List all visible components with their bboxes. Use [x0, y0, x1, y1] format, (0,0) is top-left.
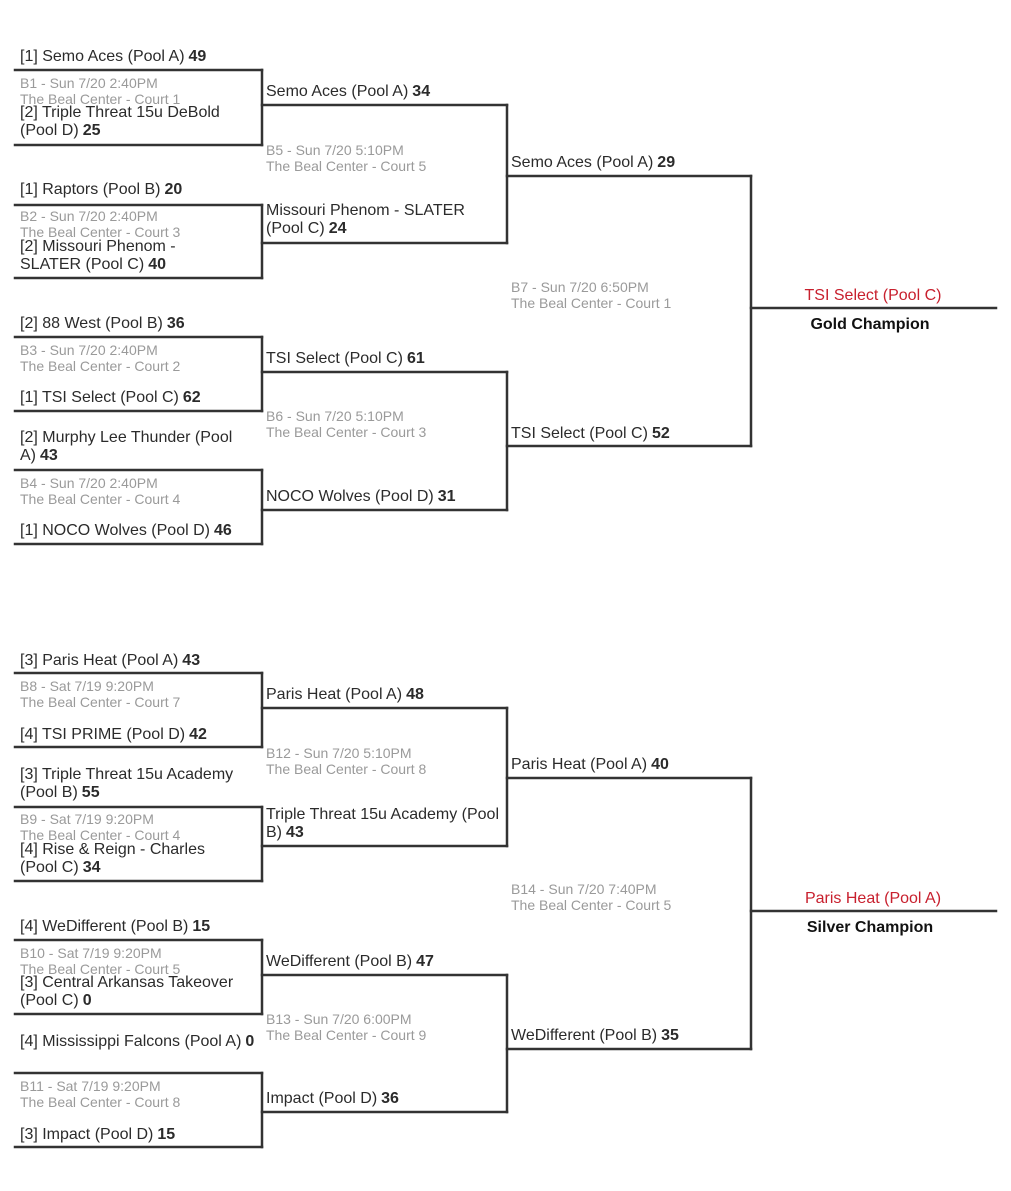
game-info: B7 - Sun 7/20 6:50PM The Beal Center - C…	[511, 279, 672, 311]
team-entry: [1] Raptors (Pool B)20	[20, 181, 183, 198]
team-entry: [3] Central Arkansas Takeover (Pool C)0	[20, 974, 234, 1009]
team-entry: [3] Triple Threat 15u Academy (Pool B)55	[20, 766, 234, 801]
game-info: B11 - Sat 7/19 9:20PM The Beal Center - …	[20, 1078, 181, 1110]
game-info: B10 - Sat 7/19 9:20PM The Beal Center - …	[20, 945, 181, 977]
game-info: B14 - Sun 7/20 7:40PM The Beal Center - …	[511, 881, 672, 913]
champion-name: Paris Heat (Pool A)	[804, 890, 942, 907]
team-entry: Semo Aces (Pool A)34	[266, 83, 431, 100]
game-info: B8 - Sat 7/19 9:20PM The Beal Center - C…	[20, 678, 181, 710]
team-entry: TSI Select (Pool C)61	[266, 350, 425, 367]
team-entry: [3] Paris Heat (Pool A)43	[20, 652, 201, 669]
team-entry: [3] Impact (Pool D)15	[20, 1126, 176, 1143]
team-entry: TSI Select (Pool C)52	[511, 425, 670, 442]
team-entry: [2] Missouri Phenom - SLATER (Pool C)40	[20, 238, 176, 273]
game-info: B3 - Sun 7/20 2:40PM The Beal Center - C…	[20, 342, 181, 374]
game-info: B1 - Sun 7/20 2:40PM The Beal Center - C…	[20, 75, 181, 107]
game-info: B5 - Sun 7/20 5:10PM The Beal Center - C…	[266, 142, 427, 174]
team-entry: WeDifferent (Pool B)35	[511, 1027, 679, 1044]
team-entry: NOCO Wolves (Pool D)31	[266, 488, 456, 505]
team-entry: [1] NOCO Wolves (Pool D)46	[20, 522, 232, 539]
team-entry: [4] WeDifferent (Pool B)15	[20, 918, 211, 935]
team-entry: WeDifferent (Pool B)47	[266, 953, 434, 970]
team-entry: [4] Rise & Reign - Charles (Pool C)34	[20, 841, 205, 876]
team-entry: Semo Aces (Pool A)29	[511, 154, 676, 171]
game-info: B2 - Sun 7/20 2:40PM The Beal Center - C…	[20, 208, 181, 240]
team-entry: [1] TSI Select (Pool C)62	[20, 389, 201, 406]
team-entry: Paris Heat (Pool A)40	[511, 756, 669, 773]
champion-label: Gold Champion	[810, 316, 930, 333]
game-info: B9 - Sat 7/19 9:20PM The Beal Center - C…	[20, 811, 181, 843]
team-entry: [2] Triple Threat 15u DeBold (Pool D)25	[20, 104, 220, 139]
game-info: B4 - Sun 7/20 2:40PM The Beal Center - C…	[20, 475, 181, 507]
team-entry: Paris Heat (Pool A)48	[266, 686, 424, 703]
team-entry: [1] Semo Aces (Pool A)49	[20, 48, 207, 65]
game-info: B13 - Sun 7/20 6:00PM The Beal Center - …	[266, 1011, 427, 1043]
team-entry: Triple Threat 15u Academy (Pool B)43	[266, 806, 500, 841]
game-info: B12 - Sun 7/20 5:10PM The Beal Center - …	[266, 745, 427, 777]
team-entry: [2] 88 West (Pool B)36	[20, 315, 185, 332]
champion-name: TSI Select (Pool C)	[804, 287, 942, 304]
team-entry: [2] Murphy Lee Thunder (Pool A)43	[20, 429, 233, 464]
champion-label: Silver Champion	[806, 919, 934, 936]
team-entry: [4] TSI PRIME (Pool D)42	[20, 726, 207, 743]
game-info: B6 - Sun 7/20 5:10PM The Beal Center - C…	[266, 408, 427, 440]
team-entry: [4] Mississippi Falcons (Pool A)0	[20, 1033, 255, 1050]
team-entry: Impact (Pool D)36	[266, 1090, 399, 1107]
team-entry: Missouri Phenom - SLATER (Pool C)24	[266, 202, 465, 237]
